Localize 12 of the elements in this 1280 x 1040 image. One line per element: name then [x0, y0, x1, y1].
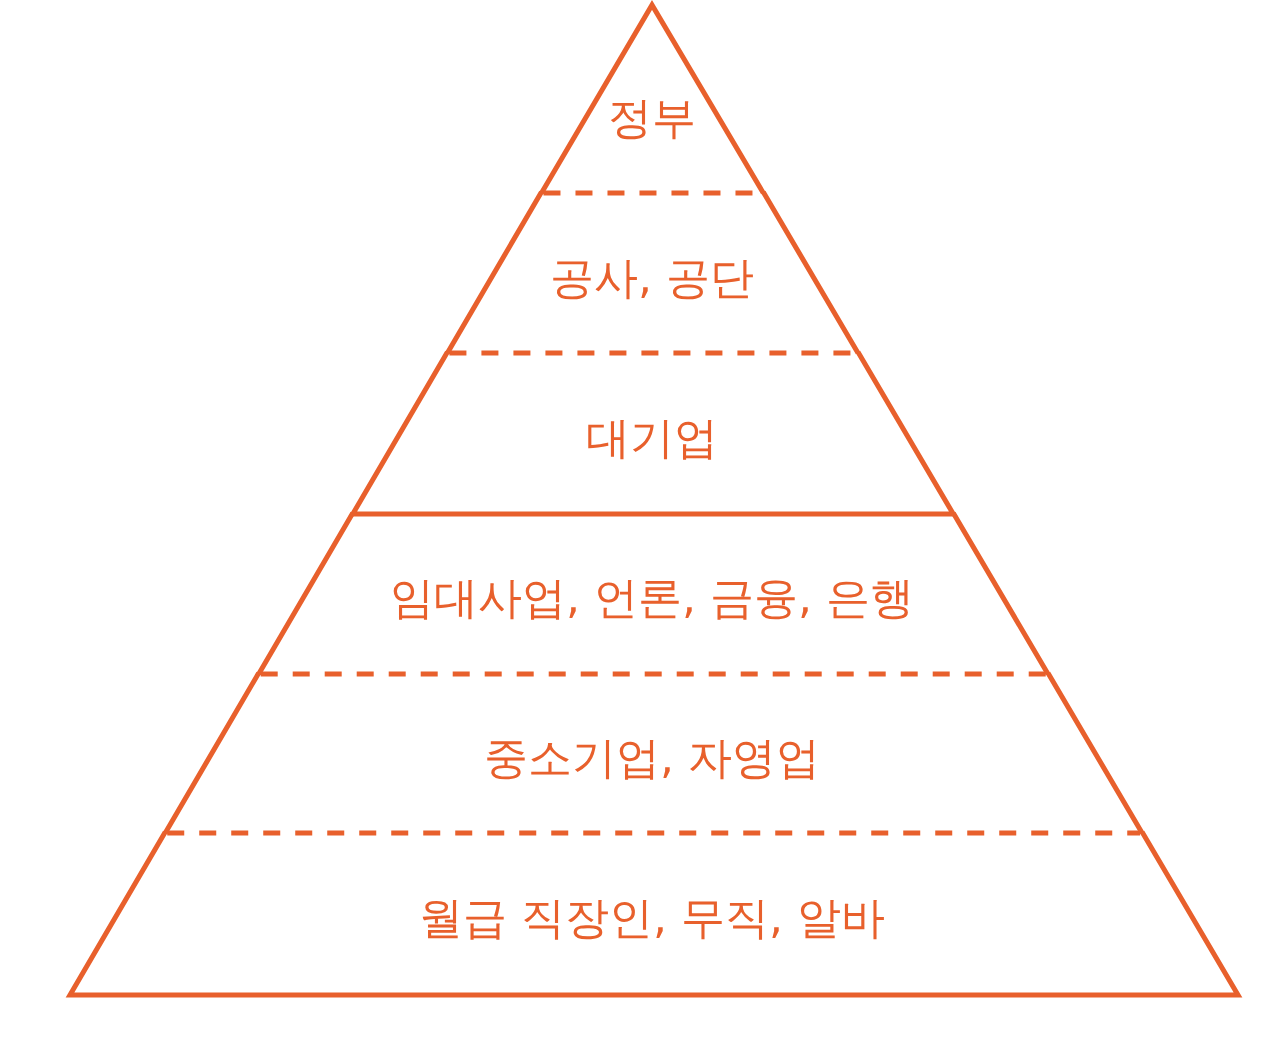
- pyramid-level: [348, 350, 958, 517]
- level-label: 정부: [608, 92, 696, 144]
- pyramid-level: [443, 190, 862, 356]
- level-label: 공사, 공단: [550, 252, 754, 304]
- level-label: 월급 직장인, 무직, 알바: [419, 892, 885, 944]
- level-label: 대기업: [586, 412, 718, 464]
- level-label: 중소기업, 자영업: [484, 732, 820, 784]
- pyramid-level: [254, 511, 1052, 677]
- pyramid-level: [161, 671, 1147, 836]
- level-label: 임대사업, 언론, 금융, 은행: [390, 572, 914, 624]
- pyramid-level: [66, 830, 1242, 998]
- pyramid-level: [537, 0, 768, 196]
